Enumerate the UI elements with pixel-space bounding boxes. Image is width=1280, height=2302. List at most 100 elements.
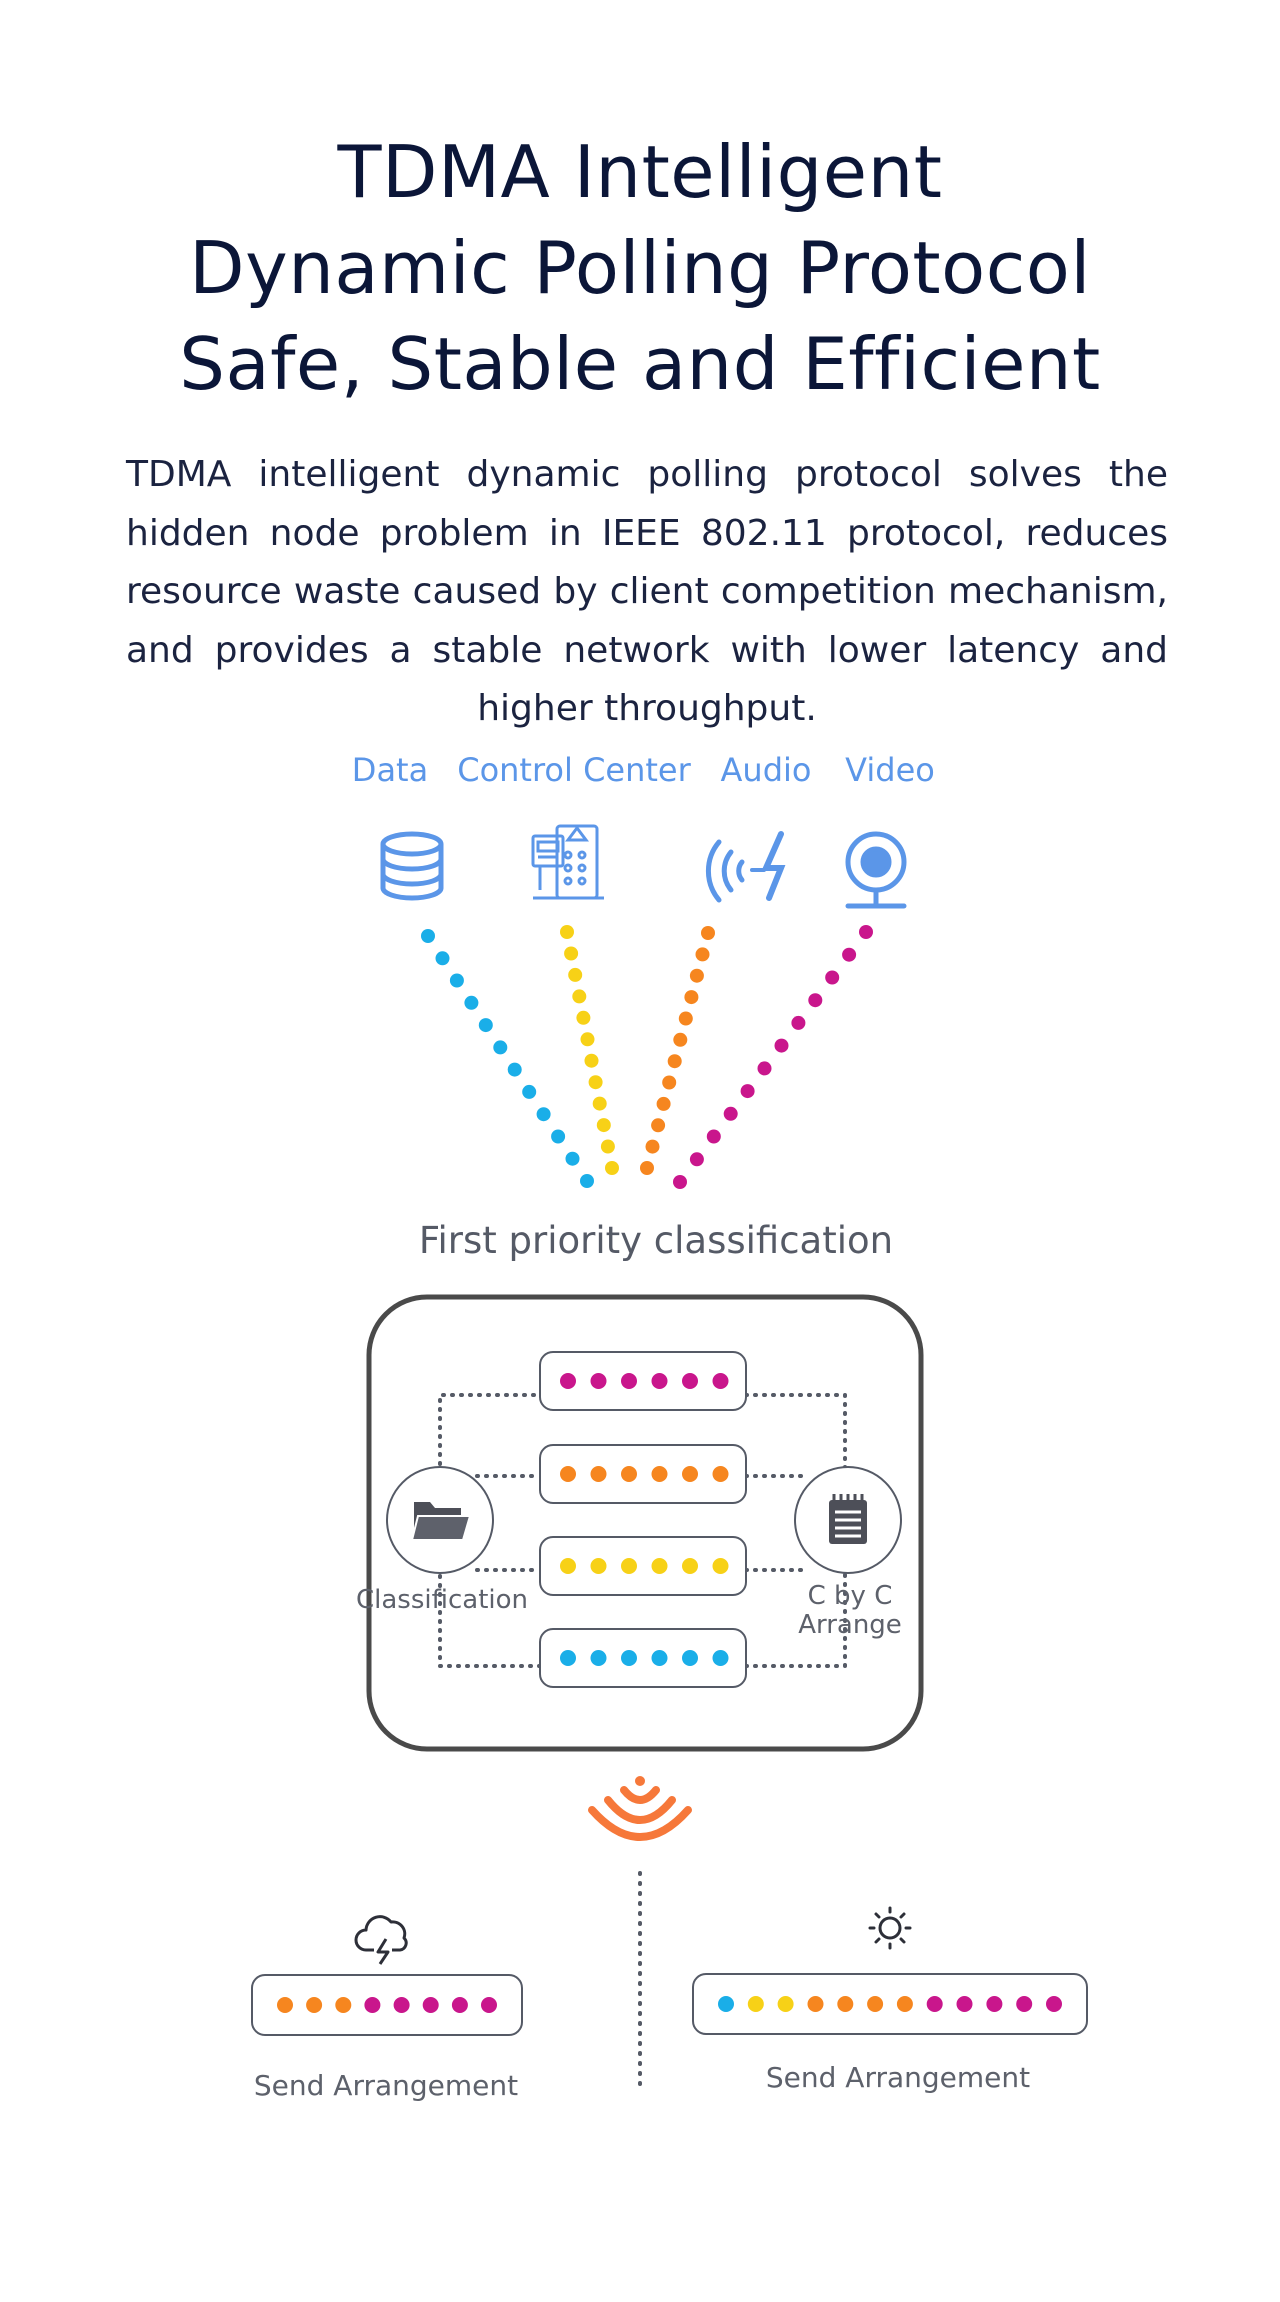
stream-dot-database [522,1084,537,1099]
stream-dot-control-panel [605,1161,619,1175]
stream-dot-audio-wave [645,1139,660,1154]
queue-packet-dot [560,1373,576,1389]
queue-packet-dot [590,1558,607,1574]
queue-packet-dot [712,1466,729,1482]
stream-dot-audio-wave [673,1032,688,1047]
queue-packet-dot [621,1373,637,1389]
wifi-signal-icon [588,1776,692,1841]
send-packet-dot [1046,1996,1062,2012]
queue-packet-dot [621,1650,637,1666]
queue-packet-dot [712,1373,729,1389]
stream-dot-database [551,1129,566,1144]
send-packet-dot [1016,1996,1033,2012]
queue-packet-dot [651,1373,668,1389]
send-packet-dot [956,1996,973,2012]
stream-dot-database [536,1107,551,1122]
queue-packet-dot [712,1650,729,1666]
folder-icon [410,1502,472,1541]
classification-node [386,1466,494,1574]
queue-packet-dot [590,1650,607,1666]
stream-dot-database [464,995,479,1010]
send-packet-dot [926,1996,943,2012]
stream-dot-audio-wave [689,968,704,983]
page-title: TDMA Intelligent Dynamic Polling Protoco… [90,124,1190,412]
stream-dot-webcam [673,1175,687,1189]
category-label-audio: Audio [720,751,812,789]
stream-dot-control-panel [564,946,579,961]
category-label-data: Data [351,751,429,789]
send-packet-dot [718,1996,734,2012]
queue-capsule [539,1444,747,1504]
priority-classification-title: First priority classification [418,1219,894,1262]
title-line-3: Safe, Stable and Efficient [179,322,1101,407]
stream-dot-webcam [757,1061,772,1076]
stream-dot-control-panel [560,925,574,939]
send-arrangement-label-left: Send Arrangement [253,2069,519,2102]
queue-packet-dot [682,1558,698,1574]
queue-packet-dot [651,1558,668,1574]
stream-dot-audio-wave [656,1096,671,1111]
stream-dot-database [580,1174,594,1188]
send-packet-dot [837,1996,854,2012]
database-icon [380,831,444,901]
stream-dot-database [565,1151,580,1166]
stream-dot-control-panel [576,1010,591,1025]
queue-packet-dot [682,1373,698,1389]
send-packet-dot [277,1997,293,2013]
stream-dot-webcam [825,970,840,985]
send-packet-dot [986,1996,1003,2012]
stream-dot-audio-wave [651,1118,666,1133]
classification-label: Classification [355,1585,529,1615]
queue-packet-dot [621,1466,637,1482]
stream-dot-webcam [740,1084,755,1099]
stream-dot-database [507,1062,522,1077]
queue-capsule [539,1351,747,1411]
send-packet-dot [451,1997,468,2013]
stream-dot-database [478,1018,493,1033]
stream-dot-database [449,973,464,988]
stream-dot-audio-wave [640,1161,654,1175]
stream-dot-webcam [774,1038,789,1053]
send-packet-dot [422,1997,439,2013]
queue-connectors [438,1393,847,1668]
stream-dot-webcam [791,1015,806,1030]
stream-dot-audio-wave [695,947,710,962]
stream-dot-database [435,951,450,966]
stream-dot-audio-wave [678,1011,693,1026]
category-label-control-center: Control Center [457,751,691,789]
stream-dot-control-panel [584,1053,599,1068]
stream-dot-database [493,1040,508,1055]
sun-icon [868,1906,912,1950]
stream-dot-webcam [808,993,823,1008]
stream-dot-control-panel [572,989,587,1004]
webcam-icon [845,831,907,909]
queue-packet-dot [590,1466,607,1482]
title-line-1: TDMA Intelligent [337,130,943,215]
send-packet-dot [481,1997,497,2013]
description-paragraph: TDMA intelligent dynamic polling protoco… [126,454,1168,729]
stream-dot-control-panel [588,1075,603,1090]
queue-packet-dot [651,1466,668,1482]
queue-capsule [539,1628,747,1688]
stream-dot-webcam [842,947,857,962]
priority-streams [421,925,873,1189]
send-packet-dot [867,1996,884,2012]
stream-dot-audio-wave [662,1075,677,1090]
send-packet-dot [777,1996,794,2012]
category-label-video: Video [845,751,935,789]
queue-packet-dot [621,1558,637,1574]
stream-dot-webcam [706,1129,721,1144]
notepad-icon [829,1494,867,1544]
stream-dot-control-panel [600,1139,615,1154]
send-arrangement-label-right: Send Arrangement [765,2061,1031,2094]
stream-dot-webcam [859,925,873,939]
send-packet-dot [306,1997,323,2013]
title-line-2: Dynamic Polling Protocol [189,226,1091,311]
stream-dot-database [421,929,435,943]
queue-packet-dot [560,1650,576,1666]
send-capsule [251,1974,523,2036]
send-packet-dot [393,1997,410,2013]
send-packet-dot [364,1997,381,2013]
queue-packet-dot [682,1466,698,1482]
